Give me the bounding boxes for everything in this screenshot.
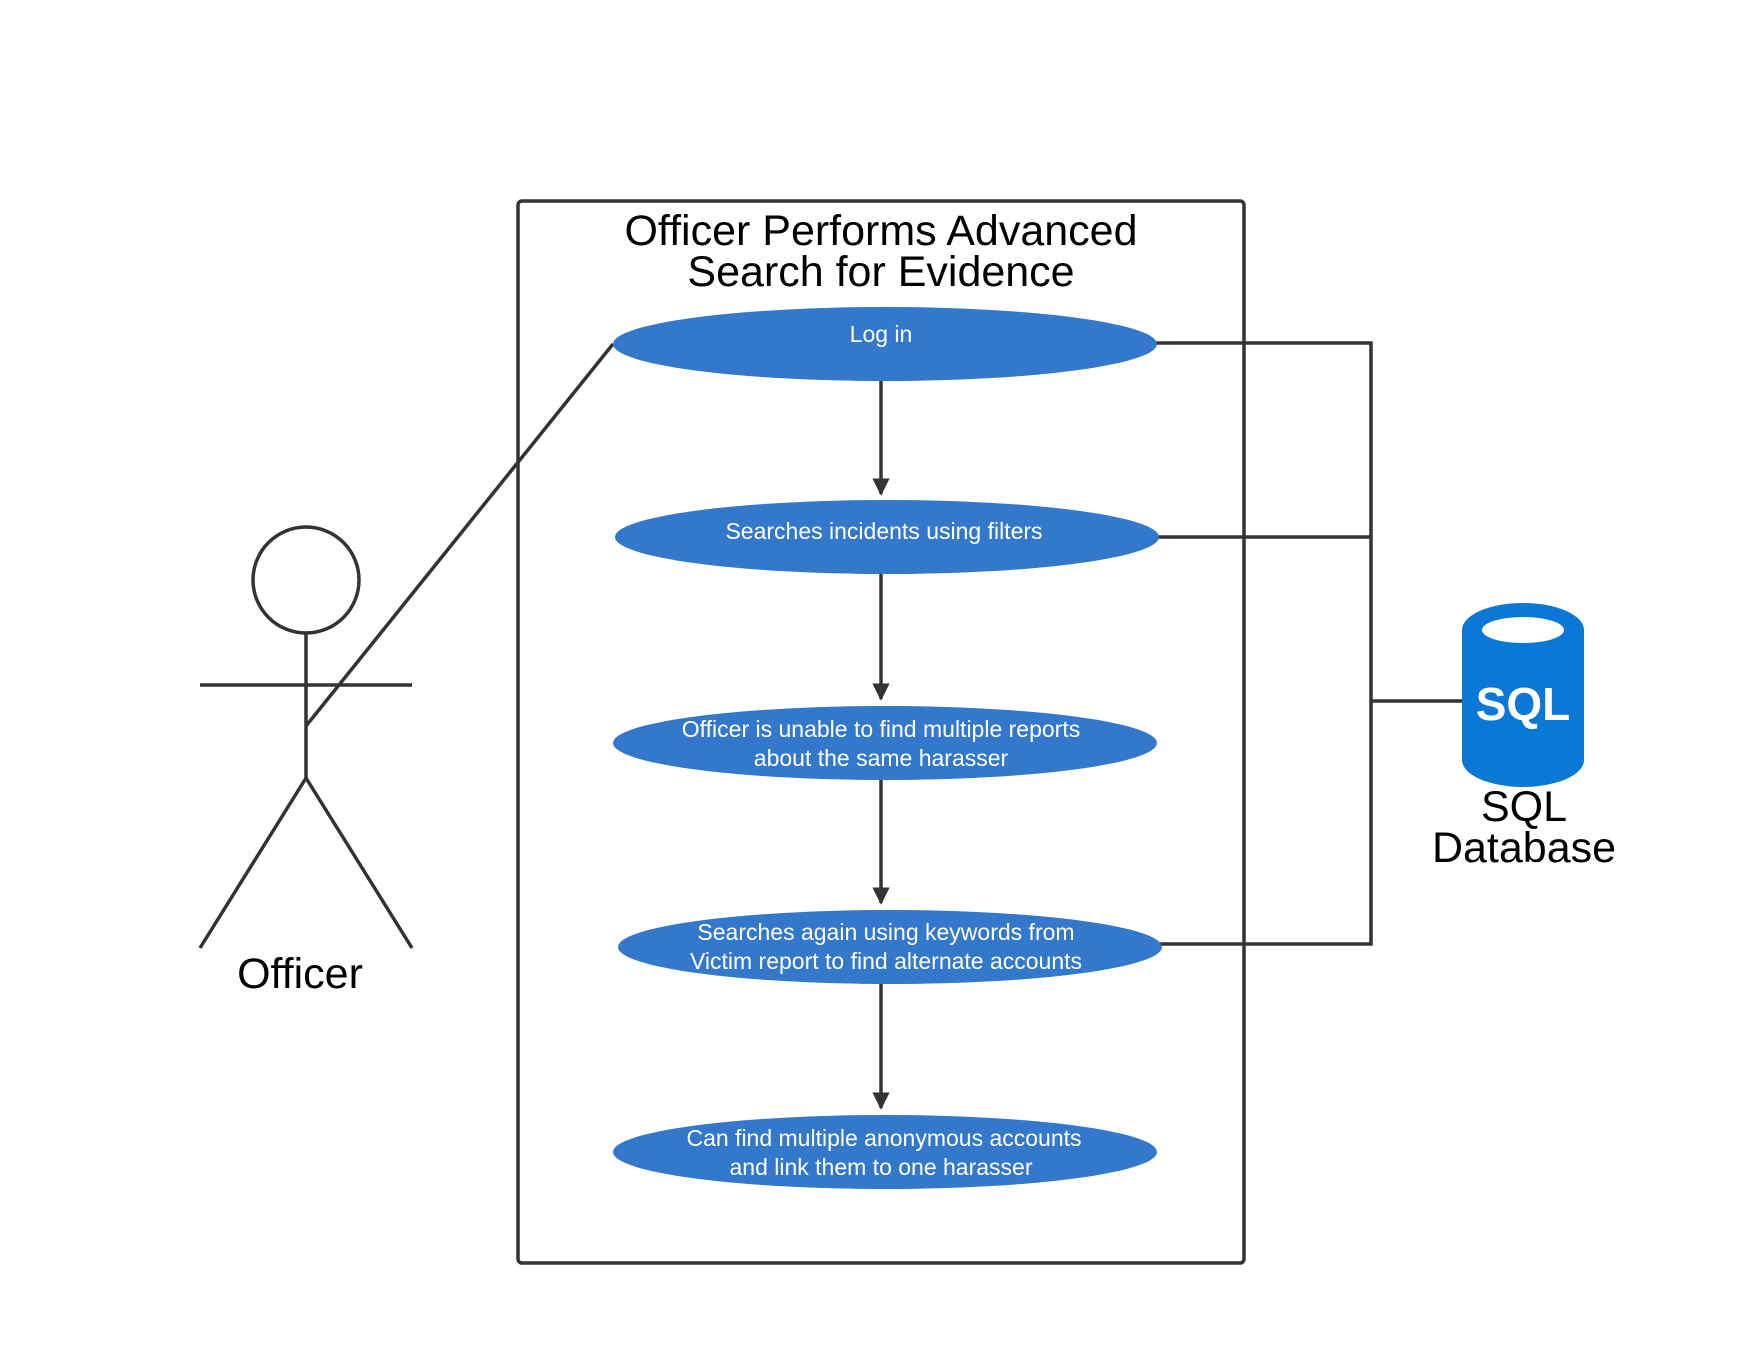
system-title-line2: Search for Evidence [687, 248, 1074, 296]
use-case-label-line2: and link them to one harasser [729, 1154, 1032, 1180]
actor-association [304, 342, 615, 728]
use-case-search-filters: Searches incidents using filters [615, 500, 1159, 574]
use-case-label-line1: Searches again using keywords from [697, 919, 1074, 945]
actor-label: Officer [237, 950, 363, 998]
database-icon-text: SQL [1476, 678, 1571, 730]
use-case-search-keywords: Searches again using keywords from Victi… [618, 910, 1162, 984]
system-title-line1: Officer Performs Advanced [624, 207, 1137, 255]
stick-figure-icon [198, 525, 414, 949]
use-case-label-line2: about the same harasser [754, 745, 1009, 771]
system-boundary [516, 199, 1246, 1265]
use-case-link-accounts: Can find multiple anonymous accounts and… [613, 1115, 1157, 1189]
database-label-line1: SQL [1481, 783, 1567, 831]
use-case-unable-to-find: Officer is unable to find multiple repor… [613, 706, 1157, 780]
use-case-label-line1: Can find multiple anonymous accounts [686, 1125, 1081, 1151]
database-connectors [1155, 341, 1462, 946]
database-cylinder-icon: SQL [1462, 603, 1584, 787]
use-case-label: Searches incidents using filters [725, 518, 1042, 544]
database-label-line2: Database [1432, 824, 1616, 872]
use-case-label-line2: Victim report to find alternate accounts [690, 948, 1082, 974]
use-case-log-in: Log in [613, 307, 1157, 381]
use-case-label: Log in [850, 321, 913, 347]
use-case-label-line1: Officer is unable to find multiple repor… [682, 716, 1080, 742]
